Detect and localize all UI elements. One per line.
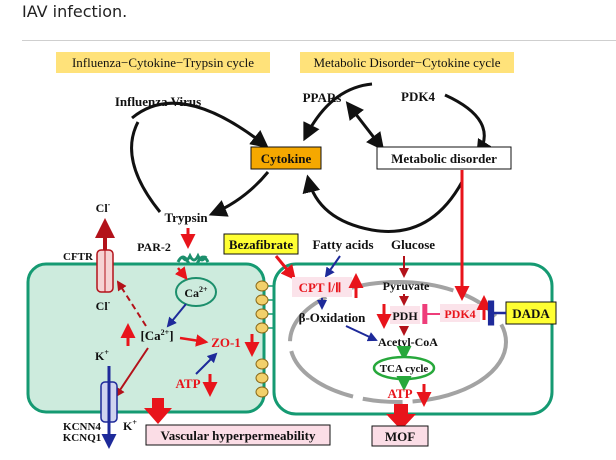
zo1-label: ZO-1 [211, 335, 241, 350]
betaox-to-acetylcoa-arrow [345, 325, 378, 342]
cytokine-label: Cytokine [261, 151, 312, 166]
vascular-hyperpermeability-box [145, 424, 331, 446]
atp-mito-label: ATP [387, 386, 412, 401]
pdk4-mito-label: PDK4 [444, 307, 475, 321]
pdk4-top-label: PDK4 [401, 89, 435, 104]
trypsin-label: Trypsin [164, 210, 208, 225]
cpt-box [292, 277, 352, 297]
vascular-thick-arrow [144, 398, 172, 424]
atp-to-zo1-arrow [195, 352, 218, 375]
mitochondrion [288, 280, 508, 404]
calcium-ion-circle [175, 277, 217, 307]
fatty-acids-label: Fatty acids [312, 237, 373, 252]
kcnn4-label: KCNN4 [63, 421, 101, 433]
cftr-label: CFTR [63, 251, 94, 263]
calcium-concentration-label: [Ca2+] [140, 328, 173, 343]
left-cycle-label-box [56, 52, 270, 73]
dada-label: DADA [512, 306, 550, 321]
pyruvate-label: Pyruvate [383, 279, 430, 293]
right-cycle-label-box [300, 52, 514, 73]
fatty-acids-to-cpt-arrow [324, 255, 341, 278]
metabolic-disorder-label: Metabolic disorder [391, 151, 497, 166]
mof-thick-arrow [386, 404, 416, 430]
atp-left-label: ATP [175, 376, 200, 391]
bezafibrate-box [223, 233, 299, 255]
ca-to-kcnn4-arrow [114, 347, 149, 398]
k-plus-out-label: K+ [123, 418, 137, 433]
mof-box [371, 425, 429, 447]
bezafibrate-label: Bezafibrate [229, 237, 293, 252]
ppars-label: PPARs [303, 90, 342, 105]
left-cycle-arrows [130, 101, 270, 217]
metabolic-disorder-box [376, 146, 512, 170]
calcium-release-arrow [166, 303, 187, 328]
caption-divider [22, 40, 616, 41]
cytokine-box [250, 146, 322, 170]
cl-top-label: Cl- [96, 200, 111, 215]
glucose-label: Glucose [391, 237, 435, 252]
mof-label: MOF [385, 429, 415, 444]
pdh-label: PDH [392, 309, 418, 323]
par2-to-calcium-arrow [174, 266, 188, 280]
ca-to-zo1-arrow [179, 334, 209, 347]
kcnq1-label: KCNQ1 [63, 432, 102, 444]
k-plus-label: K+ [95, 348, 109, 363]
right-cycle-label: Metabolic Disorder−Cytokine cycle [313, 55, 500, 70]
acetyl-coa-label: Acetyl-CoA [378, 335, 438, 349]
ca-to-cftr-dashed [116, 280, 147, 327]
calcium-ion-label: Ca2+ [184, 285, 208, 300]
beta-oxidation-label: β-Oxidation [299, 310, 367, 325]
par2-label: PAR-2 [137, 240, 171, 254]
right-cycle-arrows [302, 82, 494, 233]
figure-caption: IAV infection. [22, 2, 128, 21]
bezafibrate-to-cpt-arrow [274, 255, 296, 281]
tca-cycle-label: TCA cycle [380, 363, 429, 375]
pdh-box [390, 306, 420, 324]
cpt-label: CPT Ⅰ/Ⅱ [299, 280, 342, 295]
influenza-virus-label: Influenza Virus [115, 94, 201, 109]
pdk4-mito-box [440, 304, 480, 322]
vascular-hyperpermeability-label: Vascular hyperpermeability [161, 428, 316, 443]
left-cycle-label: Influenza−Cytokine−Trypsin cycle [72, 55, 254, 70]
cl-bottom-label: Cl- [96, 298, 111, 313]
